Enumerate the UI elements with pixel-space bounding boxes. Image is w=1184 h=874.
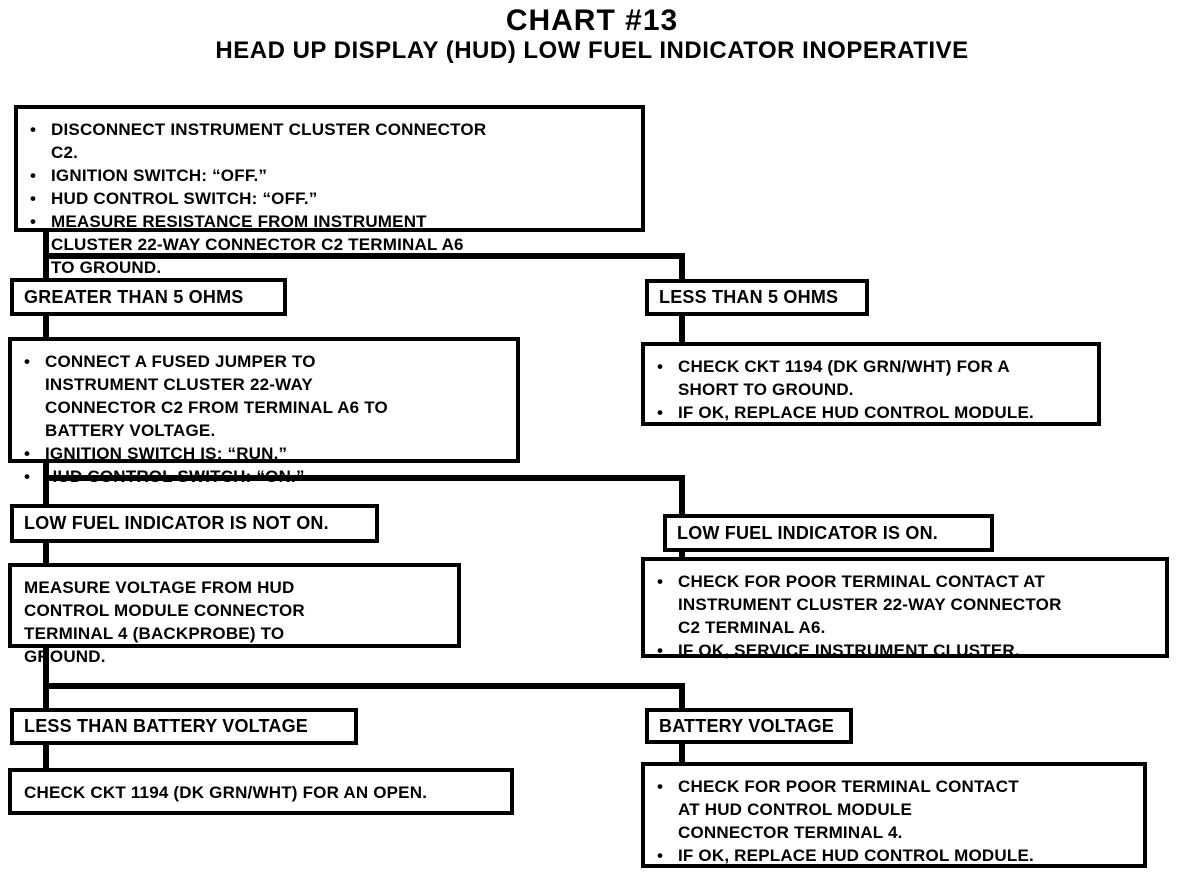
bullet-icon: • [657, 846, 664, 865]
node-check-terminal-contact-hud: •CHECK FOR POOR TERMINAL CONTACT AT HUD … [641, 762, 1147, 868]
node-text: CHECK CKT 1194 (DK GRN/WHT) FOR AN OPEN. [24, 782, 428, 802]
connector-vline-jumper-down [43, 460, 49, 507]
bullet-icon: • [30, 212, 37, 231]
bullet-icon: • [657, 357, 664, 376]
bullet-icon: • [30, 166, 37, 185]
list-item: •IF OK, REPLACE HUD CONTROL MODULE. [657, 846, 1034, 865]
branch-label-battery-voltage: BATTERY VOLTAGE [645, 708, 853, 744]
list-item: •IGNITION SWITCH IS: “RUN.” [24, 444, 288, 463]
chart-subtitle: HEAD UP DISPLAY (HUD) LOW FUEL INDICATOR… [215, 37, 969, 64]
branch-label-text: BATTERY VOLTAGE [659, 715, 835, 736]
list-item: •DISCONNECT INSTRUMENT CLUSTER CONNECTOR… [30, 120, 487, 162]
bullet-icon: • [657, 572, 664, 591]
list-item: •HUD CONTROL SWITCH: “ON.” [24, 467, 305, 486]
list-item: •CONNECT A FUSED JUMPER TO INSTRUMENT CL… [24, 352, 388, 440]
bullet-icon: • [30, 120, 37, 139]
bullet-icon: • [657, 777, 664, 796]
connector-vline-measure-down [43, 645, 49, 711]
branch-label-text: LESS THAN BATTERY VOLTAGE [24, 716, 309, 736]
branch-label-greater-than-5-ohms: GREATER THAN 5 OHMS [10, 278, 287, 316]
connector-vline-battery-to-hudcontact [679, 741, 685, 766]
bullet-icon: • [24, 444, 31, 463]
branch-label-text: LOW FUEL INDICATOR IS ON. [677, 522, 938, 543]
connector-vline-rail2-right-drop [679, 475, 685, 517]
list-item: •HUD CONTROL SWITCH: “OFF.” [30, 189, 318, 208]
hud-contact-list: •CHECK FOR POOR TERMINAL CONTACT AT HUD … [657, 775, 1131, 867]
connector-vline-lessbatt-to-open [43, 742, 49, 771]
node-initial-checks: •DISCONNECT INSTRUMENT CLUSTER CONNECTOR… [14, 105, 645, 277]
connector-vline-less-to-short [679, 313, 685, 345]
connector-hrail-2 [43, 475, 685, 481]
connector-vline-greater-to-jumper [43, 313, 49, 340]
chart-header: CHART #13 HEAD UP DISPLAY (HUD) LOW FUEL… [0, 5, 1184, 65]
bullet-icon: • [24, 467, 31, 486]
branch-label-text: LOW FUEL INDICATOR IS NOT ON. [24, 513, 329, 533]
node-check-ckt-open: CHECK CKT 1194 (DK GRN/WHT) FOR AN OPEN. [8, 768, 514, 815]
list-item: •CHECK CKT 1194 (DK GRN/WHT) FOR A SHORT… [657, 357, 1010, 399]
jumper-steps-list: •CONNECT A FUSED JUMPER TO INSTRUMENT CL… [24, 350, 504, 488]
node-measure-voltage: MEASURE VOLTAGE FROM HUD CONTROL MODULE … [8, 563, 461, 666]
node-check-short-to-ground: •CHECK CKT 1194 (DK GRN/WHT) FOR A SHORT… [641, 342, 1101, 426]
branch-label-low-fuel-on: LOW FUEL INDICATOR IS ON. [663, 514, 994, 552]
list-item: •IF OK, SERVICE INSTRUMENT CLUSTER. [657, 641, 1020, 660]
list-item: •IGNITION SWITCH: “OFF.” [30, 166, 268, 185]
list-item: •IF OK, REPLACE HUD CONTROL MODULE. [657, 403, 1034, 422]
branch-label-low-fuel-not-on: LOW FUEL INDICATOR IS NOT ON. [10, 504, 379, 543]
initial-checks-list: •DISCONNECT INSTRUMENT CLUSTER CONNECTOR… [30, 118, 629, 279]
node-connect-fused-jumper: •CONNECT A FUSED JUMPER TO INSTRUMENT CL… [8, 337, 520, 486]
connector-vline-rail1-right-drop [679, 253, 685, 282]
connector-vline-rail3-right-drop [679, 683, 685, 711]
branch-label-less-than-5-ohms: LESS THAN 5 OHMS [645, 279, 869, 316]
branch-label-text: GREATER THAN 5 OHMS [24, 286, 244, 307]
bullet-icon: • [30, 189, 37, 208]
node-text: MEASURE VOLTAGE FROM HUD CONTROL MODULE … [24, 578, 305, 666]
bullet-icon: • [24, 352, 31, 371]
list-item: •CHECK FOR POOR TERMINAL CONTACT AT INST… [657, 572, 1062, 637]
bullet-icon: • [657, 641, 664, 660]
branch-label-text: LESS THAN 5 OHMS [659, 287, 839, 307]
connector-vline-noton-to-measure [43, 540, 49, 566]
connector-hrail-1 [43, 253, 685, 259]
bullet-icon: • [657, 403, 664, 422]
connector-hrail-3 [43, 683, 685, 689]
branch-label-less-than-battery-voltage: LESS THAN BATTERY VOLTAGE [10, 708, 358, 745]
short-check-list: •CHECK CKT 1194 (DK GRN/WHT) FOR A SHORT… [657, 355, 1085, 424]
cluster-contact-list: •CHECK FOR POOR TERMINAL CONTACT AT INST… [657, 570, 1153, 662]
list-item: •MEASURE RESISTANCE FROM INSTRUMENT CLUS… [30, 212, 464, 277]
connector-vline-ison-to-contact [679, 549, 685, 560]
list-item: •CHECK FOR POOR TERMINAL CONTACT AT HUD … [657, 777, 1019, 842]
node-check-terminal-contact-cluster: •CHECK FOR POOR TERMINAL CONTACT AT INST… [641, 557, 1169, 660]
chart-number-title: CHART #13 [505, 4, 679, 37]
